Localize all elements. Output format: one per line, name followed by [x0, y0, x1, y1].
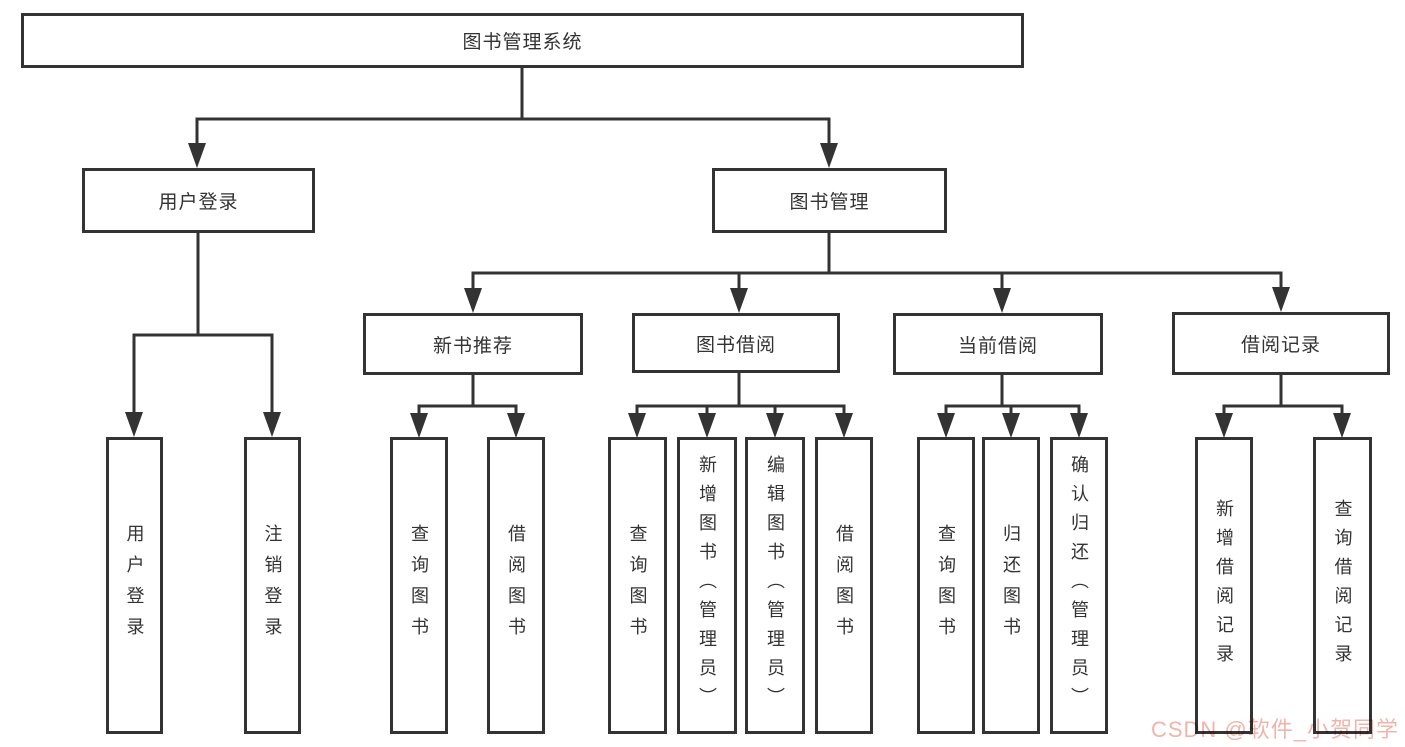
leaf-confirm-return-admin: 确认归还（管理员） — [1050, 437, 1108, 734]
leaf-edit-book-admin-label: 编辑图书（管理员） — [765, 455, 785, 716]
leaf-confirm-return-admin-label: 确认归还（管理员） — [1069, 455, 1089, 716]
leaf-query-books-current: 查询图书 — [917, 437, 975, 734]
leaf-query-books-borrow-label: 查询图书 — [627, 523, 648, 648]
leaf-query-books-recommend-label: 查询图书 — [409, 523, 429, 648]
leaf-return-books-label: 归还图书 — [1001, 523, 1021, 648]
connector-new-book-branch — [417, 375, 518, 419]
connector-book-mgmt-branch — [471, 233, 1283, 293]
connector-current-borrow-branch — [944, 375, 1081, 419]
node-new-book-recommend-label: 新书推荐 — [432, 335, 513, 357]
node-book-borrow-label: 图书借阅 — [695, 334, 776, 356]
leaf-query-borrow-record: 查询借阅记录 — [1313, 437, 1372, 734]
leaf-borrow-books-borrow: 借阅图书 — [815, 437, 873, 734]
leaf-borrow-books-recommend: 借阅图书 — [487, 437, 545, 734]
leaf-user-login: 用户登录 — [106, 437, 163, 734]
node-borrow-records-label: 借阅记录 — [1240, 335, 1321, 356]
leaf-logout: 注销登录 — [244, 437, 301, 734]
node-user-login: 用户登录 — [82, 168, 315, 233]
connector-user-login-branch — [132, 233, 274, 418]
leaf-user-login-label: 用户登录 — [124, 523, 145, 648]
node-root-system: 图书管理系统 — [21, 13, 1024, 68]
csdn-watermark: CSDN @软件_小贺同学 — [1150, 717, 1399, 742]
node-current-borrow-label: 当前借阅 — [957, 335, 1038, 357]
connector-root-to-level2 — [195, 68, 831, 148]
leaf-edit-book-admin: 编辑图书（管理员） — [745, 437, 805, 734]
leaf-add-borrow-record-label: 新增借阅记录 — [1214, 498, 1234, 673]
leaf-query-books-current-label: 查询图书 — [936, 523, 956, 648]
connector-borrow-records-branch — [1222, 375, 1344, 419]
node-root-label: 图书管理系统 — [462, 32, 583, 53]
node-book-management: 图书管理 — [712, 168, 947, 233]
node-book-borrow: 图书借阅 — [632, 313, 840, 373]
node-user-login-label: 用户登录 — [158, 192, 239, 213]
leaf-return-books: 归还图书 — [982, 437, 1040, 734]
leaf-query-books-recommend: 查询图书 — [390, 437, 448, 734]
leaf-query-borrow-record-label: 查询借阅记录 — [1332, 498, 1353, 673]
leaf-query-books-borrow: 查询图书 — [608, 437, 667, 734]
leaf-borrow-books-borrow-label: 借阅图书 — [834, 523, 854, 648]
leaf-logout-label: 注销登录 — [262, 523, 283, 648]
connector-book-borrow-branch — [635, 373, 846, 419]
node-book-management-label: 图书管理 — [789, 192, 870, 213]
node-borrow-records: 借阅记录 — [1172, 312, 1390, 375]
leaf-add-book-admin: 新增图书（管理员） — [677, 437, 737, 734]
leaf-add-borrow-record: 新增借阅记录 — [1195, 437, 1253, 734]
leaf-add-book-admin-label: 新增图书（管理员） — [697, 455, 717, 716]
node-current-borrow: 当前借阅 — [893, 313, 1103, 375]
leaf-borrow-books-recommend-label: 借阅图书 — [506, 523, 526, 648]
node-new-book-recommend: 新书推荐 — [363, 313, 583, 375]
